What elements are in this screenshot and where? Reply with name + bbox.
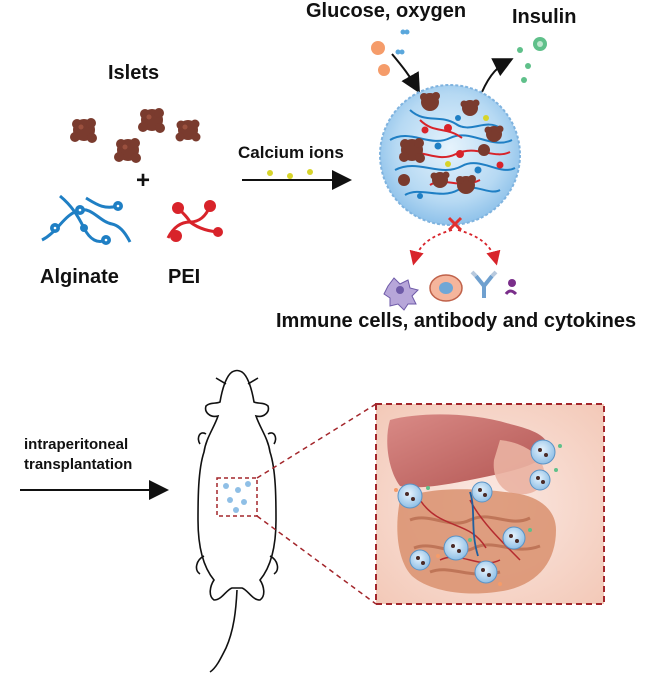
transplantation-label: transplantation	[24, 456, 133, 473]
pei-polymer-icon	[166, 200, 223, 242]
mouse-outline-icon	[195, 369, 279, 673]
implant-site	[216, 403, 377, 605]
glucose-oxygen-label: Glucose, oxygen	[306, 0, 467, 22]
plus-sign: +	[136, 167, 151, 194]
islets-label: Islets	[108, 62, 160, 84]
immune-label: Immune cells, antibody and cytokines	[276, 310, 637, 332]
islet-cluster-icons	[70, 108, 201, 163]
glucose-oxygen-icons	[371, 29, 420, 94]
insulin-icons	[481, 37, 547, 93]
immune-cells-icons	[383, 270, 518, 311]
antibody-icon	[470, 270, 498, 298]
cytokine-icon	[504, 279, 518, 296]
alginate-polymer-icon	[41, 194, 132, 245]
alginate-label: Alginate	[40, 266, 119, 288]
peritoneal-inset	[375, 403, 605, 605]
intraperitoneal-label: intraperitoneal	[24, 436, 129, 453]
dendritic-cell-icon	[383, 277, 419, 311]
insulin-label: Insulin	[512, 6, 577, 28]
microcapsule-icon	[379, 84, 521, 226]
pei-label: PEI	[168, 266, 201, 288]
macrophage-icon	[429, 274, 463, 302]
x-mark-icon	[447, 216, 463, 232]
inset-capsule-icons	[397, 439, 556, 584]
calcium-arrow	[242, 169, 352, 190]
blocked-arrows	[409, 216, 501, 266]
calcium-ions-label: Calcium ions	[238, 143, 344, 162]
